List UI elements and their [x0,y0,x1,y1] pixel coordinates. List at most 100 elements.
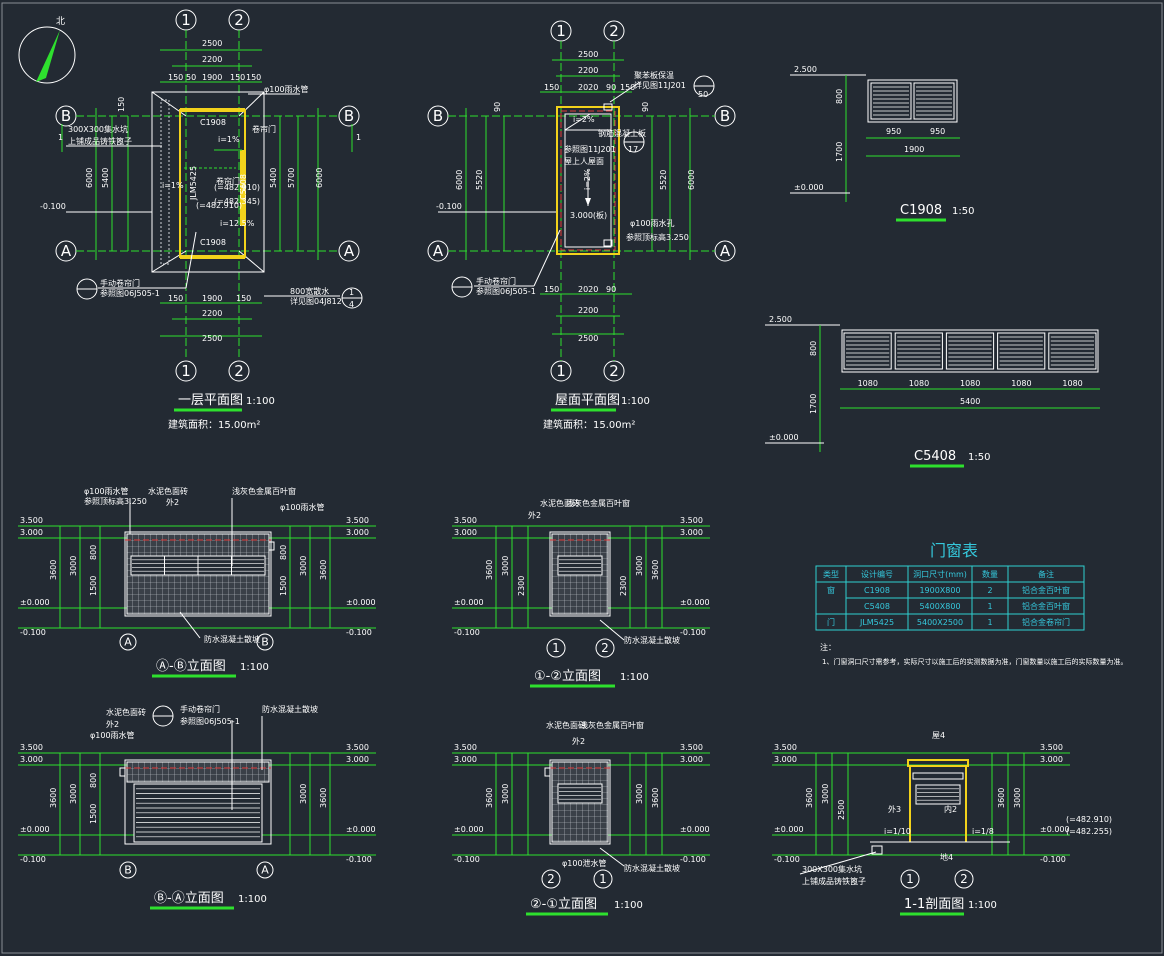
axis-label: 2 [601,641,609,655]
level-label: (=482.910) [1066,815,1112,824]
level-label: 3.500 [346,743,369,752]
table-cell: 铝合金百叶窗 [1022,585,1070,595]
level-label: (=482.345) [214,197,260,206]
level-label: ±0.000 [454,598,484,607]
dim-label: 90 [493,102,502,112]
note: 水泥色面砖 [546,720,586,730]
axis-label: 1 [181,362,191,380]
dim-label: 800 [279,545,288,560]
note: 上铺成品铸铁篦子 [802,876,866,886]
table-cell: 1900X800 [919,586,960,595]
slope-label: i=1% [162,181,184,190]
elev12-scale: 1:100 [620,672,649,683]
ground-floor-plan: 1 2 1 2 B A B A 2500 2200 150 50 1900 15… [40,9,363,431]
dim-label: 3600 [651,560,660,580]
dim-label: 3000 [821,784,830,804]
level-label: 3.000 [680,528,703,537]
detail-index-icon [451,276,473,298]
note: 水泥色面砖 [540,498,580,508]
level-label: -0.100 [436,202,462,211]
axis-2-top: 2 [228,9,250,360]
level-label: 3.000 [20,755,43,764]
level-label: (=482.910) [214,183,260,192]
detail-index-icon [152,705,174,727]
section-mark-icon: 1 1 [58,124,361,152]
c5408-title: C5408 [914,449,956,464]
dim-label: 5400 [269,168,278,188]
axis-label: B [261,636,269,649]
plan1-title: 一层平面图 [178,393,243,408]
elevation-a-b: 3.500 3.000 ±0.000 -0.100 3.500 3.000 ±0… [18,486,376,678]
window-pane [894,332,943,370]
axis-label: 2 [609,362,619,380]
table-cell: 门 [827,617,835,627]
level-label: ±0.000 [454,825,484,834]
dim-label: 3600 [319,788,328,808]
table-header-cell: 类型 [823,569,839,579]
dim-label: 2300 [619,576,628,596]
slope-label: i=1% [218,135,240,144]
elev12-title: ①-②立面图 [534,669,601,684]
sect11-scale: 1:100 [968,900,997,911]
dim-label: 90 [606,285,616,294]
dim-label: 150 [246,73,261,82]
level-label: 3.000 [454,528,477,537]
table-cell: 5400X2500 [917,618,963,627]
axis-label: B [124,864,132,877]
level-label: 3.500 [346,516,369,525]
note: 卷帘门 [216,176,240,186]
dim-label: 150 [236,294,251,303]
window-pane [997,332,1046,370]
window-pane [945,332,995,370]
level-label: 3.000 [346,528,369,537]
dim-label: 5520 [475,170,484,190]
dim-label: 3000 [69,784,78,804]
dim-label: 2020 [578,83,598,92]
level-label: 3.000 [346,755,369,764]
axis-label: B [344,107,354,125]
level-label: -0.100 [454,628,480,637]
level-label: 3.000(板) [570,210,607,220]
plan2-scale: 1:100 [621,396,650,407]
dim-label: 150 [168,294,183,303]
window-pane [843,332,892,370]
section-num: 1 [356,133,361,142]
axis-label: B [433,107,443,125]
dim-label: 2500 [202,39,222,48]
level-label: 3.000 [1040,755,1063,764]
window-label: C5408 [239,174,248,200]
axis-label: 1 [181,11,191,29]
level-label: ±0.000 [1040,825,1070,834]
dim-label: 5400 [101,168,110,188]
level-label: 3.000 [774,755,797,764]
dim-label: 3600 [319,560,328,580]
dim-label: 1900 [202,294,222,303]
level-label: ±0.000 [680,825,710,834]
index-num: 1 [349,288,354,297]
dim-label: 2500 [202,334,222,343]
note: 聚苯板保温 [634,70,674,80]
level-label: 3.000 [454,755,477,764]
plan2-title: 屋面平面图 [555,393,620,408]
level-label: -0.100 [774,855,800,864]
dim-label: 3000 [69,556,78,576]
note: 详见图11J201 [634,80,686,90]
detail-index-icon: 50 [693,75,715,99]
window-label: C1908 [200,118,226,127]
table-cell: 铝合金百叶窗 [1022,601,1070,611]
dim-label: 1080 [909,379,929,388]
dim-label: 6000 [85,168,94,188]
dim-label: 3600 [49,788,58,808]
note: 卷帘门 [252,124,276,134]
note: 外2 [572,736,585,746]
table-header-cell: 数量 [982,569,998,579]
sect11-title: 1-1剖面图 [904,897,964,912]
axis-label: 2 [234,362,244,380]
elevation-b-a: 3.500 3.000 ±0.000 -0.100 3.500 3.000 ±0… [18,704,376,910]
dim-label: 6000 [455,170,464,190]
slope-label: i=12.5% [220,219,255,228]
level-label: 3.500 [454,516,477,525]
level-label: -0.100 [346,855,372,864]
